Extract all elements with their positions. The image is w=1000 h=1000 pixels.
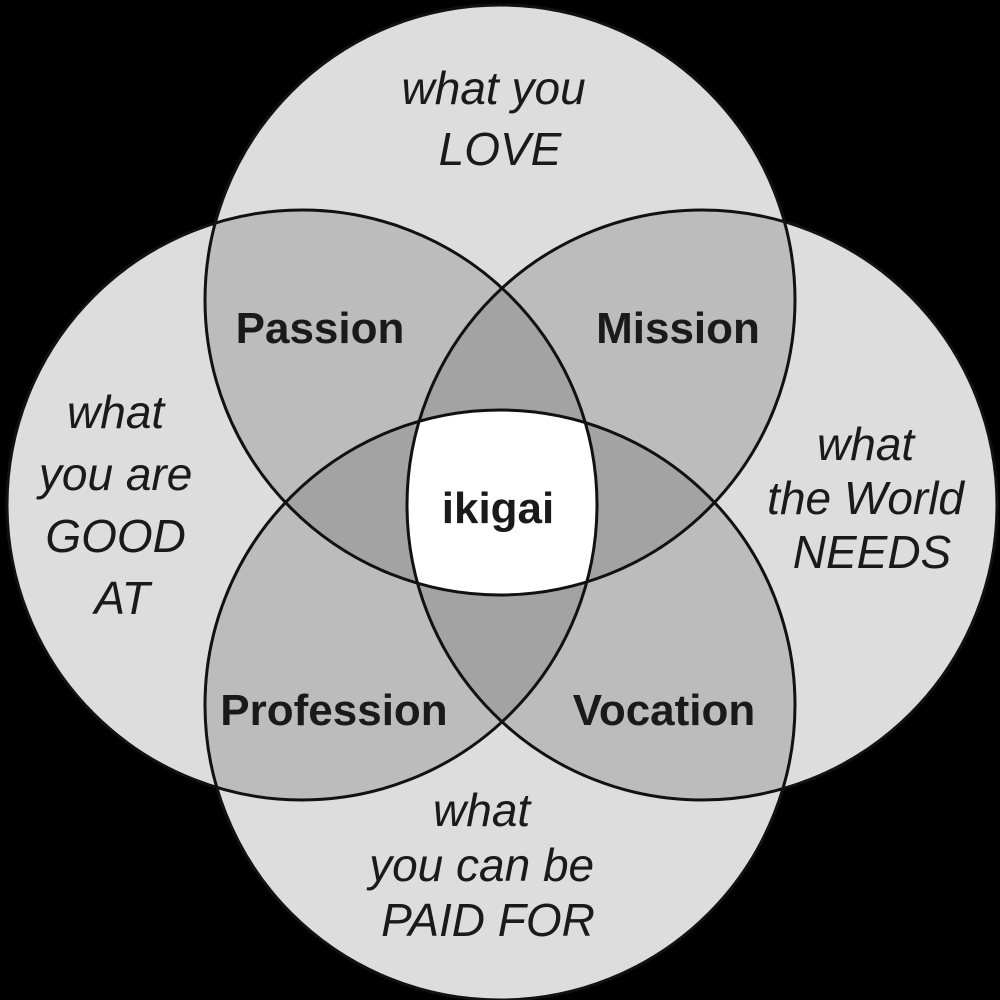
zone-profession-label: Profession bbox=[220, 686, 447, 735]
outline-love bbox=[203, 3, 797, 597]
label-world-needs: what the World NEEDS bbox=[767, 418, 977, 578]
label-paid-for: what you can be PAID FOR bbox=[366, 784, 607, 946]
outline-world-needs bbox=[405, 208, 999, 802]
center-label: ikigai bbox=[442, 484, 555, 533]
zone-passion-label: Passion bbox=[236, 304, 405, 353]
label-love: what you LOVE bbox=[402, 62, 599, 175]
circle-outlines bbox=[5, 3, 999, 1000]
outline-good-at bbox=[5, 208, 599, 802]
zone-vocation-label: Vocation bbox=[573, 686, 756, 735]
outline-paid-for bbox=[203, 408, 797, 1000]
zone-mission-label: Mission bbox=[596, 304, 760, 353]
lens-horizontal-fill bbox=[407, 210, 597, 800]
label-good-at: what you are GOOD AT bbox=[36, 386, 205, 624]
